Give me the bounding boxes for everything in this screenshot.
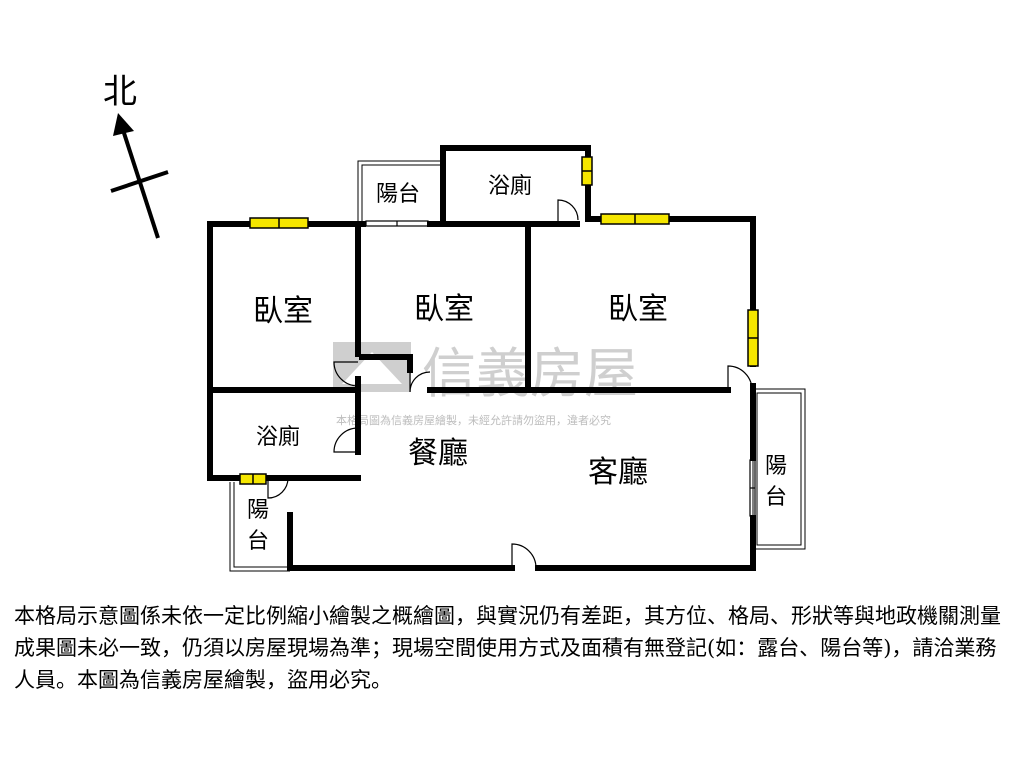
floor-plan: 北 信義房屋 本格局圖為信義房屋繪製，未經允許請勿盜用，違者必究 xyxy=(103,72,806,572)
door-bath-west xyxy=(333,427,359,453)
label-bedroom-3: 臥室 xyxy=(608,292,668,327)
room-labels: 陽台 浴廁 臥室 臥室 臥室 浴廁 餐廳 客廳 陽 台 陽 台 xyxy=(247,174,787,554)
door-bedroom-3 xyxy=(727,365,753,391)
door-bedroom-1-corridor xyxy=(409,371,431,393)
compass-crossbar xyxy=(110,170,169,193)
windows xyxy=(239,156,759,485)
watermark-note: 本格局圖為信義房屋繪製，未經允許請勿盜用，違者必究 xyxy=(336,413,611,427)
label-balcony-north: 陽台 xyxy=(376,182,420,207)
label-balcony-east-2: 台 xyxy=(765,485,787,510)
label-living: 客廳 xyxy=(588,455,648,490)
north-compass: 北 xyxy=(103,72,169,239)
label-bath-west: 浴廁 xyxy=(256,425,300,450)
balcony-outlines xyxy=(229,160,806,572)
doors xyxy=(267,199,756,569)
label-balcony-sw-2: 台 xyxy=(247,529,269,554)
main-entrance-door xyxy=(511,543,537,569)
label-bath-north: 浴廁 xyxy=(488,174,532,199)
disclaimer-text: 本格局示意圖係未依一定比例縮小繪製之概繪圖，與實況仍有差距，其方位、格局、形狀等… xyxy=(14,604,1001,692)
label-bedroom-2: 臥室 xyxy=(414,292,474,327)
label-dining: 餐廳 xyxy=(408,436,468,471)
door-balcony-sw xyxy=(267,477,289,499)
door-bedroom-2 xyxy=(333,361,359,387)
label-balcony-east-1: 陽 xyxy=(765,454,787,479)
door-bath-north xyxy=(557,199,579,224)
walls xyxy=(207,145,756,571)
north-label: 北 xyxy=(103,72,137,112)
compass-needle xyxy=(122,132,160,239)
label-bedroom-1: 臥室 xyxy=(253,294,313,329)
compass-arrow-icon xyxy=(113,113,134,136)
label-balcony-sw-1: 陽 xyxy=(247,498,269,523)
